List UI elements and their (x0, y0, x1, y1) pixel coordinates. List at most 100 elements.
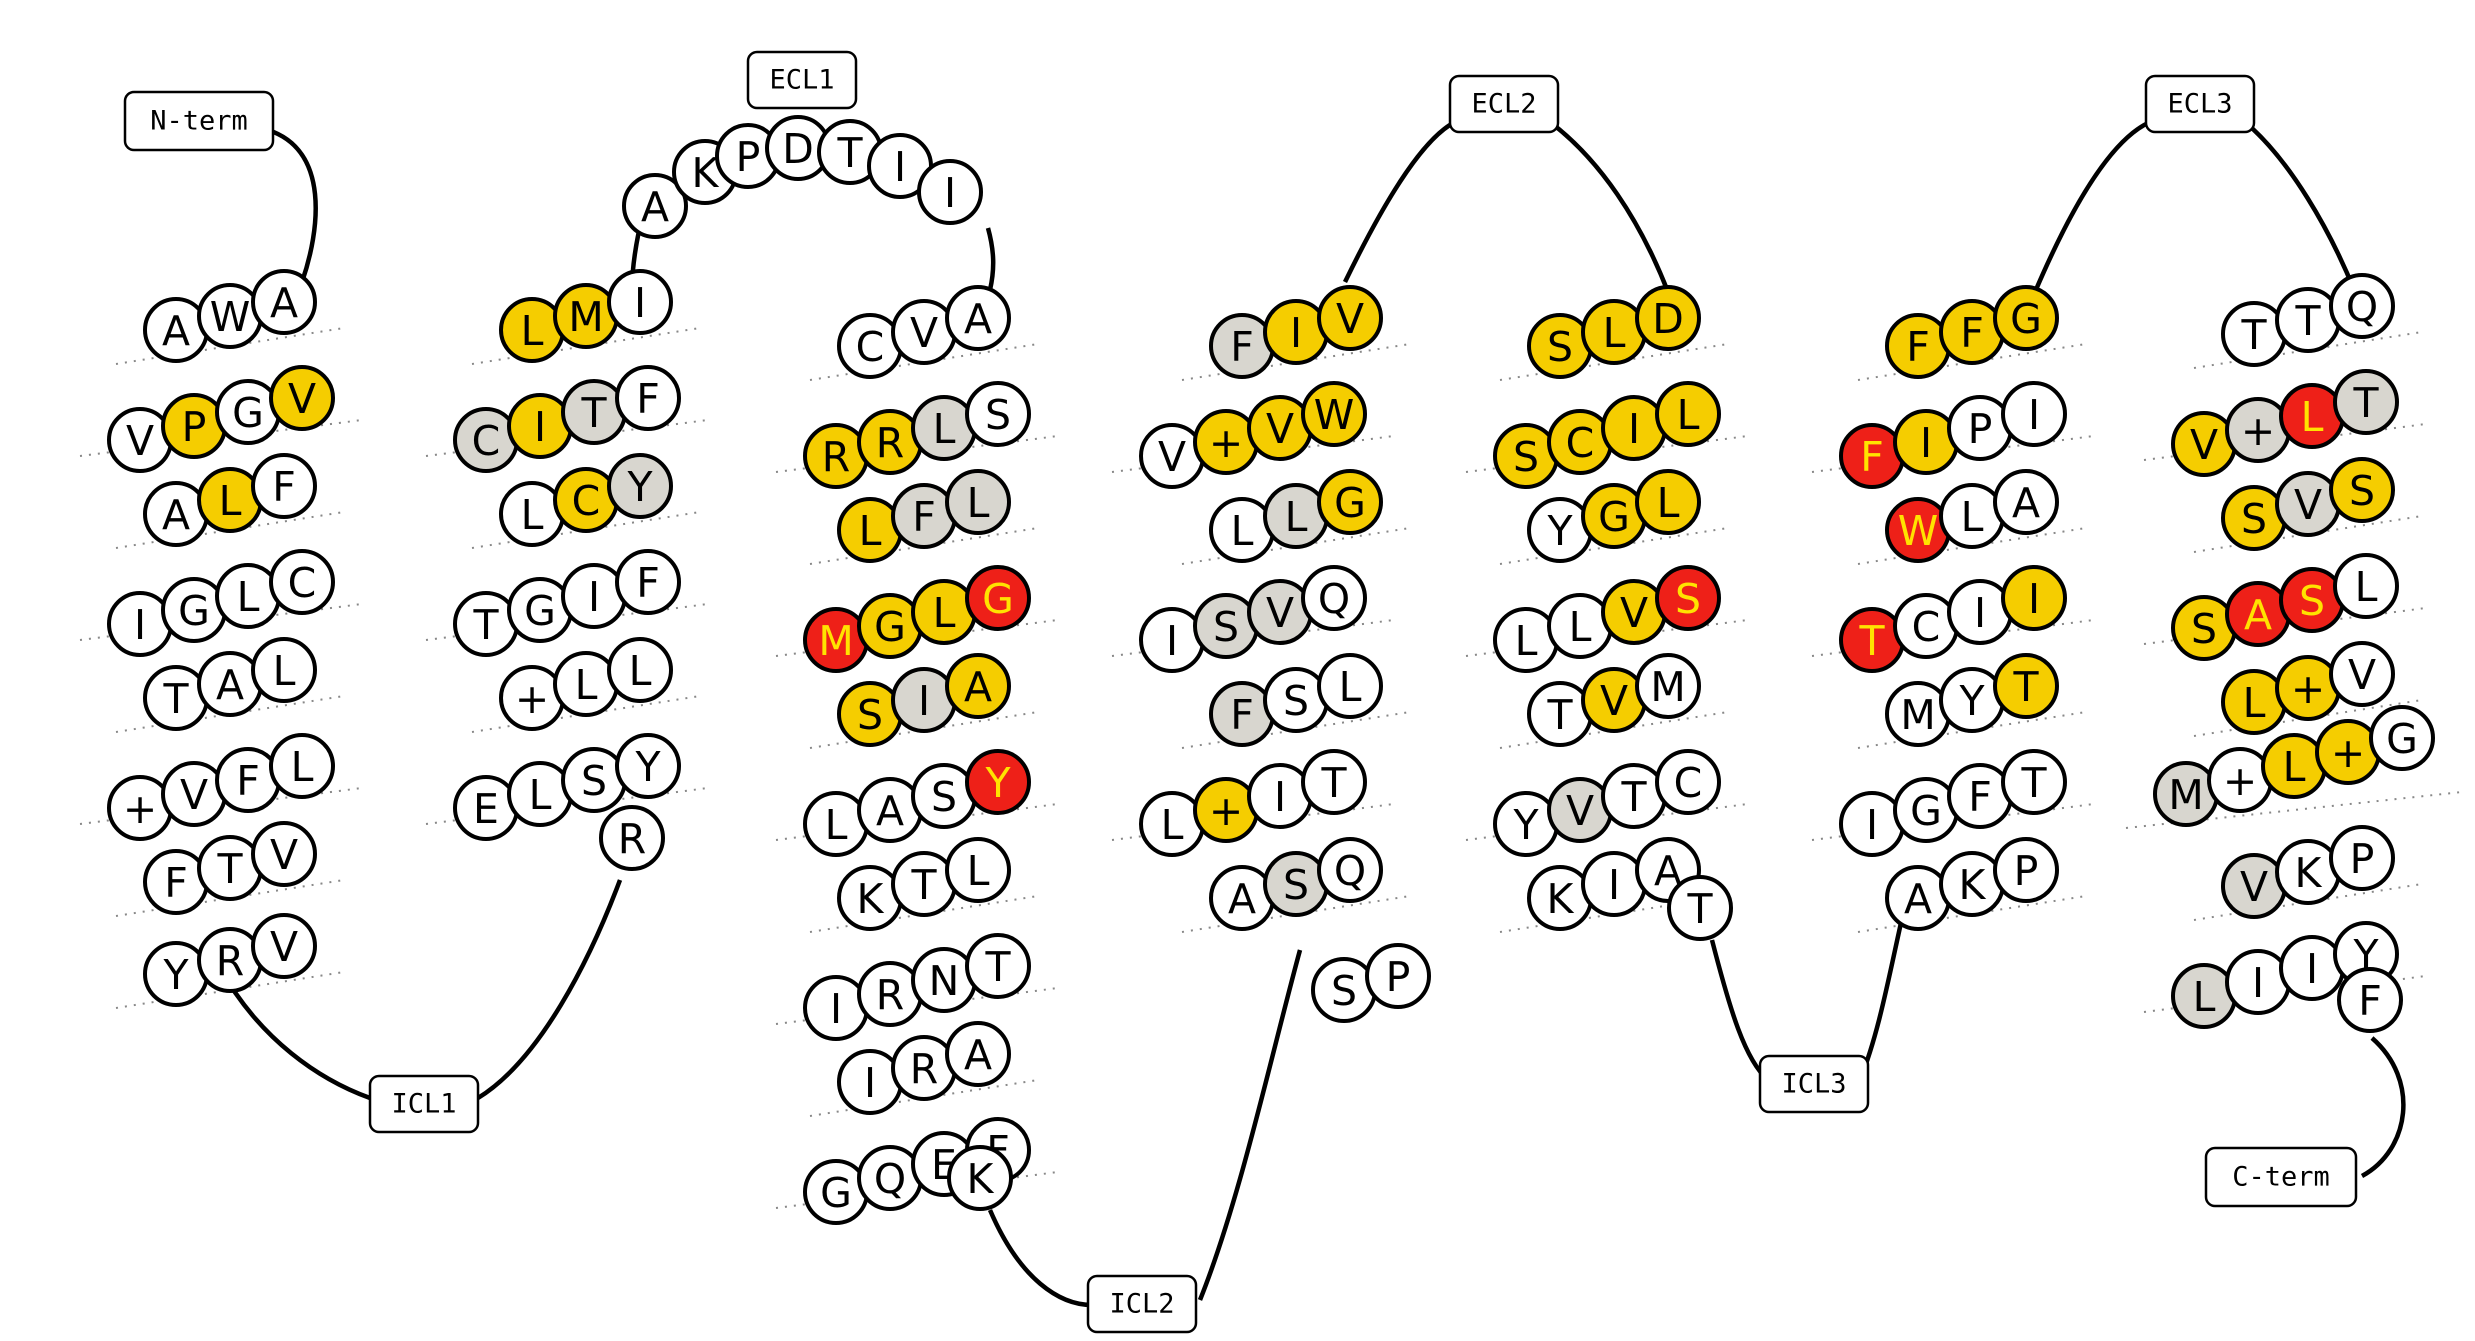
tm3-residue-24-circle (945, 837, 1011, 903)
tm4-residue-17-circle (1317, 653, 1383, 719)
cterm-label: C-term (2204, 1146, 2358, 1208)
tm6-residue-19-letter: G (1910, 787, 1942, 835)
tm3-residue-2: V (891, 299, 957, 365)
tm1-residue-24-letter: V (270, 831, 298, 879)
tm4-residue-13: V (1247, 579, 1313, 645)
ecl2-loop-left (1342, 120, 1457, 283)
tm4-residue-24-letter: Q (1334, 847, 1366, 895)
ecl1-residue-7-circle (917, 159, 983, 225)
tm7-residue-11: S (2171, 595, 2237, 661)
ecl2-label-text: ECL2 (1471, 89, 1536, 120)
tm5-residue-3-letter: D (1652, 295, 1684, 343)
tm6-residue-10-circle (1993, 469, 2059, 535)
ecl1-residue-1-letter: A (641, 183, 669, 231)
tm2-residue-4-letter: C (472, 417, 501, 465)
ecl3-loop-right (2243, 120, 2358, 293)
tm3-residue-11: M (803, 607, 869, 673)
tm6-residue-17-circle (1993, 653, 2059, 719)
tm3-residue-33-letter: Q (874, 1155, 906, 1203)
tm2-residue-7: F (615, 365, 681, 431)
tm3-residue-30: R (891, 1035, 957, 1101)
tm1-residue-21-letter: L (291, 743, 314, 791)
tm3-residue-8-letter: L (859, 507, 882, 555)
tm7-residue-17: V (2329, 641, 2395, 707)
tm4-residue-18-letter: L (1161, 801, 1184, 849)
tm6-residue-17: T (1993, 653, 2059, 719)
tm3-residue-14: G (965, 565, 1031, 631)
tm5-residue-17-circle (1635, 653, 1701, 719)
tm4-residue-7: W (1301, 381, 1367, 447)
tm1-residue-13-letter: L (237, 573, 260, 621)
tm2-residue-22-circle (599, 805, 665, 871)
cterm-loop (2360, 1036, 2406, 1178)
tm3-residue-19: A (857, 777, 923, 843)
tm5-residue-14: S (1655, 565, 1721, 631)
tm1-residue-20-letter: F (236, 757, 260, 805)
tm7-residue-4-letter: V (2190, 421, 2218, 469)
icl3-label-text: ICL3 (1781, 1069, 1846, 1100)
tm1-residue-18-letter: + (123, 785, 157, 833)
icl1-label: ICL1 (368, 1074, 480, 1134)
tm3-residue-17-circle (945, 653, 1011, 719)
tm3-residue-15-letter: S (857, 691, 883, 739)
cterm-label-text: C-term (2232, 1162, 2330, 1193)
tm7-residue-20-letter: L (2283, 743, 2306, 791)
ecl2-loop-right (1548, 120, 1671, 293)
tm1-residue-18: + (107, 775, 173, 841)
tm3-residue-7-letter: S (985, 391, 1011, 439)
tm5-residue-5-letter: C (1566, 419, 1595, 467)
tm5-residue-9: G (1581, 483, 1647, 549)
tm6-residue-5-letter: I (1920, 419, 1932, 467)
tm6-residue-16-letter: Y (1958, 677, 1985, 725)
tm7-residue-3-circle (2329, 273, 2395, 339)
tm3-residue-1-letter: C (856, 323, 885, 371)
tm4-residue-9-letter: L (1285, 493, 1308, 541)
tm3-residue-5-letter: R (876, 419, 905, 467)
tm5-residue-6-letter: I (1628, 405, 1640, 453)
tm7-residue-14-circle (2333, 553, 2399, 619)
tm4-residue-14: Q (1301, 565, 1367, 631)
tm7-residue-27-letter: I (2252, 959, 2264, 1007)
tm2-residue-10-letter: Y (626, 463, 653, 511)
tm1-residue-17: L (251, 637, 317, 703)
tm3-residue-4-letter: R (822, 433, 851, 481)
tm2-residue-17-letter: L (629, 647, 652, 695)
tm6-residue-11: T (1839, 607, 1905, 673)
tm5-residue-10-letter: L (1657, 479, 1680, 527)
tm2-residue-14-letter: F (636, 559, 660, 607)
tm7-residue-22-circle (2369, 705, 2435, 771)
tm2-residue-11-letter: T (472, 601, 499, 649)
tm7-residue-30-circle (2337, 967, 2403, 1033)
tm5-residue-2-letter: L (1603, 309, 1626, 357)
tm7-residue-12-letter: A (2244, 591, 2272, 639)
tm1-residue-16-letter: A (216, 661, 244, 709)
tm4-residue-26-circle (1365, 943, 1431, 1009)
tm7-residue-24: K (2275, 839, 2341, 905)
tm5-residue-19: V (1547, 777, 1613, 843)
tm4-residue-9: L (1263, 483, 1329, 549)
tm1-residue-5: P (161, 393, 227, 459)
tm1-residue-26-letter: R (216, 937, 245, 985)
tm5-residue-16-letter: V (1600, 677, 1628, 725)
tm2-residue-15-letter: + (515, 675, 549, 723)
tm7-residue-3: Q (2329, 273, 2395, 339)
tm7-residue-7-letter: T (2352, 379, 2379, 427)
tm7-residue-14: L (2333, 553, 2399, 619)
tm5-residue-9-letter: G (1598, 493, 1630, 541)
tm1-residue-12-letter: G (178, 587, 210, 635)
tm4-residue-5: + (1193, 409, 1259, 475)
tm5-residue-12: L (1547, 593, 1613, 659)
tm3-residue-10-circle (945, 469, 1011, 535)
tm6-residue-1: F (1885, 313, 1951, 379)
tm6-residue-20: F (1947, 763, 2013, 829)
tm3-residue-19-letter: A (876, 787, 904, 835)
tm2-residue-10-circle (607, 453, 673, 519)
tm1-residue-1-letter: A (162, 307, 190, 355)
tm7-residue-25-letter: P (2350, 835, 2375, 883)
tm5-residue-15: T (1527, 681, 1593, 747)
tm3-residue-12: G (857, 593, 923, 659)
icl2-label-text: ICL2 (1109, 1289, 1174, 1320)
tm7-residue-11-letter: S (2191, 605, 2217, 653)
tm6-residue-24-letter: P (2014, 847, 2039, 895)
tm7-residue-22: G (2369, 705, 2435, 771)
